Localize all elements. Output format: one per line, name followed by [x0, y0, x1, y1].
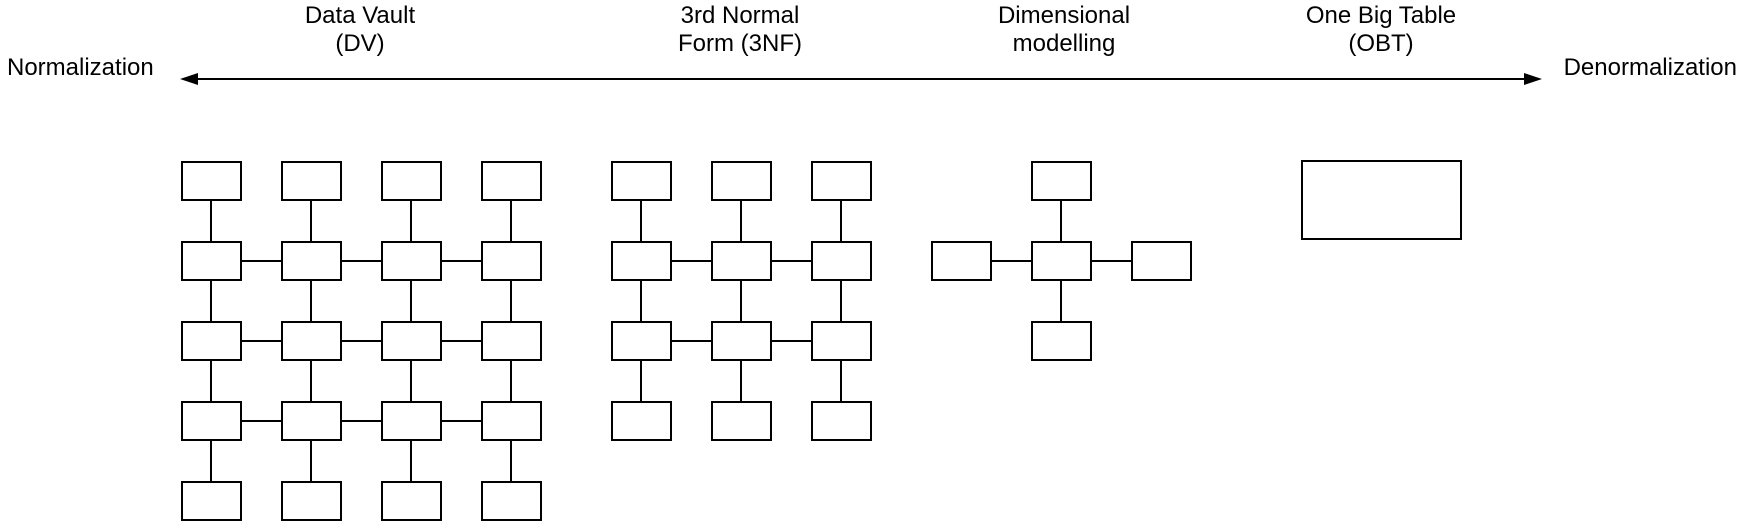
table-node	[1031, 241, 1092, 281]
table-node	[381, 161, 442, 201]
table-node	[481, 241, 542, 281]
table-node	[611, 161, 672, 201]
table-node	[711, 401, 772, 441]
table-node	[181, 481, 242, 521]
relationship-link	[510, 361, 512, 401]
relationship-link	[510, 201, 512, 241]
relationship-link	[1060, 201, 1062, 241]
relationship-link	[210, 201, 212, 241]
relationship-link	[510, 281, 512, 321]
relationship-link	[840, 361, 842, 401]
table-node	[811, 401, 872, 441]
table-node	[181, 161, 242, 201]
relationship-link	[310, 441, 312, 481]
label-third-normal-form: 3rd Normal Form (3NF)	[580, 2, 900, 58]
relationship-link	[640, 361, 642, 401]
label-data-vault: Data Vault (DV)	[200, 2, 520, 58]
relationship-link	[772, 340, 811, 342]
table-node	[711, 321, 772, 361]
relationship-link	[672, 260, 711, 262]
relationship-link	[242, 260, 281, 262]
relationship-link	[410, 441, 412, 481]
table-node	[481, 161, 542, 201]
table-node	[1131, 241, 1192, 281]
denormalization-label: Denormalization	[1563, 54, 1737, 81]
relationship-link	[410, 201, 412, 241]
table-node	[281, 401, 342, 441]
arrowhead-right-icon	[1524, 73, 1542, 85]
table-node	[181, 321, 242, 361]
label-dimensional-modelling: Dimensional modelling	[904, 2, 1224, 58]
relationship-link	[772, 260, 811, 262]
table-node	[611, 241, 672, 281]
label-data-vault-line1: Data Vault	[304, 2, 416, 29]
table-node	[611, 321, 672, 361]
table-node	[811, 241, 872, 281]
arrow-line	[196, 78, 1526, 80]
table-node	[481, 401, 542, 441]
table-node	[811, 161, 872, 201]
label-dimensional-modelling-line2: modelling	[1012, 30, 1116, 57]
relationship-link	[992, 260, 1031, 262]
table-node	[611, 401, 672, 441]
relationship-link	[640, 281, 642, 321]
relationship-link	[242, 340, 281, 342]
table-node	[1301, 160, 1462, 240]
relationship-link	[310, 201, 312, 241]
relationship-link	[342, 340, 381, 342]
relationship-link	[672, 340, 711, 342]
relationship-link	[210, 361, 212, 401]
label-one-big-table-line1: One Big Table	[1305, 2, 1457, 29]
label-data-vault-line2: (DV)	[335, 30, 385, 57]
table-node	[481, 321, 542, 361]
table-node	[481, 481, 542, 521]
table-node	[1031, 321, 1092, 361]
table-node	[381, 481, 442, 521]
relationship-link	[342, 420, 381, 422]
relationship-link	[242, 420, 281, 422]
relationship-link	[310, 361, 312, 401]
table-node	[931, 241, 992, 281]
relationship-link	[442, 420, 481, 422]
relationship-link	[1092, 260, 1131, 262]
relationship-link	[840, 201, 842, 241]
table-node	[711, 161, 772, 201]
label-one-big-table-line2: (OBT)	[1348, 30, 1414, 57]
relationship-link	[442, 260, 481, 262]
table-node	[281, 481, 342, 521]
table-node	[811, 321, 872, 361]
relationship-link	[210, 281, 212, 321]
relationship-link	[640, 201, 642, 241]
label-dimensional-modelling-line1: Dimensional	[997, 2, 1131, 29]
table-node	[381, 321, 442, 361]
relationship-link	[740, 201, 742, 241]
label-third-normal-form-line2: Form (3NF)	[678, 30, 802, 57]
table-node	[281, 161, 342, 201]
label-third-normal-form-line1: 3rd Normal	[680, 2, 800, 29]
relationship-link	[740, 361, 742, 401]
table-node	[381, 401, 442, 441]
table-node	[181, 241, 242, 281]
relationship-link	[442, 340, 481, 342]
label-one-big-table: One Big Table (OBT)	[1221, 2, 1541, 58]
relationship-link	[840, 281, 842, 321]
relationship-link	[342, 260, 381, 262]
relationship-link	[410, 361, 412, 401]
relationship-link	[510, 441, 512, 481]
table-node	[281, 241, 342, 281]
relationship-link	[1060, 281, 1062, 321]
relationship-link	[210, 441, 212, 481]
relationship-link	[310, 281, 312, 321]
table-node	[181, 401, 242, 441]
normalization-label: Normalization	[7, 54, 154, 81]
table-node	[1031, 161, 1092, 201]
table-node	[281, 321, 342, 361]
relationship-link	[740, 281, 742, 321]
table-node	[381, 241, 442, 281]
arrowhead-left-icon	[180, 73, 198, 85]
relationship-link	[410, 281, 412, 321]
table-node	[711, 241, 772, 281]
